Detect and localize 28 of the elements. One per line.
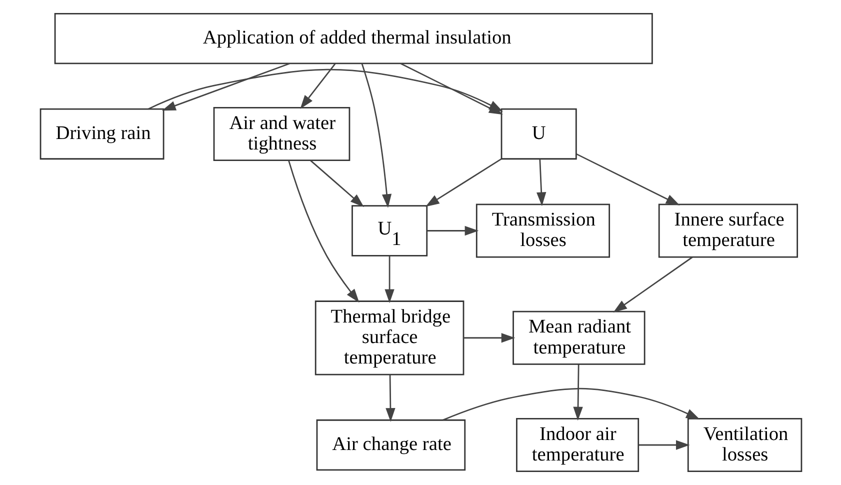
arrow [536, 159, 546, 206]
arrow [612, 256, 692, 313]
node-box: Air and water tightness [212, 107, 350, 161]
node-box: Driving rain [39, 108, 164, 160]
arrow [147, 68, 502, 112]
node-box: Mean radiant temperature [512, 310, 645, 365]
node-box: Transmission losses [475, 204, 610, 258]
node-box: Indoor air temperature [516, 418, 639, 472]
arrow [385, 374, 395, 422]
arrow [300, 63, 336, 109]
node-box: Ventilation losses [686, 418, 802, 472]
arrow [463, 333, 515, 343]
arrow [360, 63, 392, 208]
node-box: Air change rate [316, 419, 466, 471]
arrow [384, 256, 394, 304]
node-box: Innere surface temperature [658, 204, 798, 258]
arrow [572, 364, 582, 421]
arrow [310, 160, 364, 208]
arrow [442, 388, 700, 421]
arrow [638, 440, 690, 450]
node-box: Application of added thermal insulation [54, 13, 652, 64]
arrow [161, 62, 290, 111]
node-box: Thermal bridge surface temperature [314, 300, 464, 376]
node-box: U [500, 108, 576, 160]
arrow [426, 226, 478, 236]
arrow [424, 158, 502, 207]
arrow [288, 160, 359, 303]
arrow [575, 153, 680, 206]
